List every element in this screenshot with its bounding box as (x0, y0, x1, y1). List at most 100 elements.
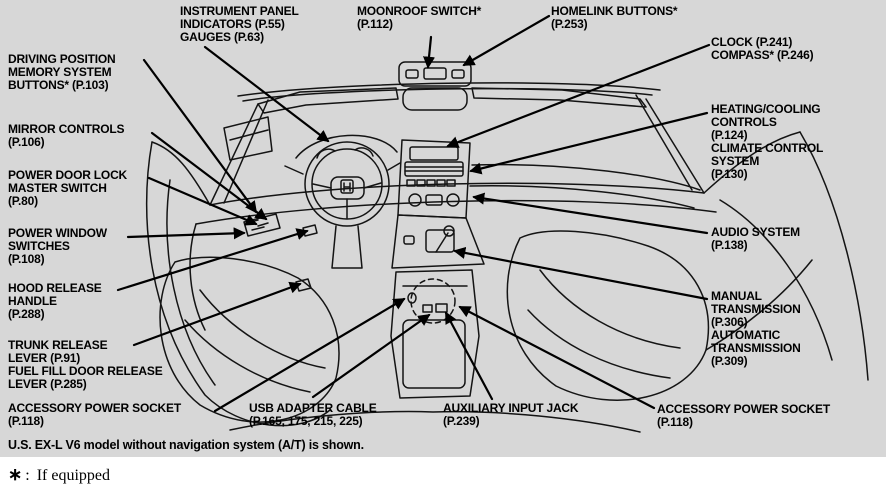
leader-accessory-right (458, 305, 656, 410)
callout-line: (P.108) (8, 252, 45, 266)
callout-line: TRANSMISSION (711, 302, 801, 316)
side-mirror (223, 116, 273, 161)
callout-line: HANDLE (8, 294, 57, 308)
callout-instrument-panel-indicators: INSTRUMENT PANEL INDICATORS (P.55) GAUGE… (180, 5, 299, 44)
leader-aux (444, 311, 494, 401)
leader-lines (116, 14, 711, 413)
leader-usb (311, 313, 431, 399)
instrument-cluster (295, 134, 398, 159)
callout-line: DRIVING POSITION (8, 52, 116, 66)
asterisk-symbol: ∗ (8, 465, 23, 484)
leader-heating-cooling (469, 111, 709, 175)
callout-line: (P.306) (711, 315, 748, 329)
left-door-panel (145, 141, 331, 427)
passenger-seat (506, 230, 710, 401)
aux-jack-art (435, 303, 448, 313)
callout-line: (P.112) (357, 17, 393, 31)
footnote-text: If equipped (36, 467, 111, 484)
callout-line: (P.118) (657, 415, 693, 429)
footnote-separator: : (25, 467, 30, 484)
callout-line: CLIMATE CONTROL (711, 141, 824, 155)
callout-line: CLOCK (P.241) (711, 35, 793, 49)
callout-auxiliary-input-jack: AUXILIARY INPUT JACK (P.239) (443, 402, 579, 428)
right-sun-visor (471, 87, 647, 108)
leader-homelink (462, 14, 551, 67)
callout-line: MOONROOF SWITCH* (357, 4, 482, 18)
callout-line: TRANSMISSION (711, 341, 801, 355)
callout-line: (P.124) (711, 128, 748, 142)
callout-line: (P.138) (711, 238, 748, 252)
callout-line: POWER WINDOW (8, 226, 107, 240)
leader-mirror-controls (150, 131, 268, 221)
center-stack (397, 139, 471, 219)
center-console (390, 269, 480, 399)
h-logo (340, 179, 354, 194)
callout-line: COMPASS* (P.246) (711, 48, 814, 62)
callout-line: MIRROR CONTROLS (8, 122, 125, 136)
callout-line: GAUGES (P.63) (180, 30, 264, 44)
callout-line: (P.118) (8, 414, 44, 428)
callout-line: INDICATORS (P.55) (180, 17, 285, 31)
cabin-structure (145, 61, 869, 433)
callout-transmission: MANUAL TRANSMISSION (P.306) AUTOMATIC TR… (711, 290, 801, 368)
callout-line: ACCESSORY POWER SOCKET (657, 402, 830, 416)
callout-line: HOMELINK BUTTONS* (551, 4, 678, 18)
callout-line: BUTTONS* (P.103) (8, 78, 109, 92)
callout-hood-release-handle: HOOD RELEASE HANDLE (P.288) (8, 282, 102, 321)
callout-line: INSTRUMENT PANEL (180, 4, 299, 18)
driver-seat (159, 256, 340, 423)
callout-moonroof-switch: MOONROOF SWITCH* (P.112) (357, 5, 481, 31)
callout-line: ACCESSORY POWER SOCKET (8, 401, 181, 415)
callout-homelink-buttons: HOMELINK BUTTONS* (P.253) (551, 4, 678, 31)
leader-clock-compass (446, 43, 711, 148)
callout-driving-position-memory: DRIVING POSITION MEMORY SYSTEM BUTTONS* … (8, 52, 116, 92)
callout-line: (P.288) (8, 307, 45, 321)
model-note: U.S. EX-L V6 model without navigation sy… (8, 438, 364, 452)
callout-line: (P.165, 175, 215, 225) (249, 414, 363, 428)
callout-power-window-switches: POWER WINDOW SWITCHES (P.108) (8, 227, 107, 266)
callout-line: HOOD RELEASE (8, 281, 102, 295)
callout-line: LEVER (P.91) (8, 351, 81, 365)
callout-line: (P.239) (443, 414, 480, 428)
leader-door-lock (147, 176, 258, 226)
callout-line: MANUAL (711, 289, 762, 303)
callout-line: SYSTEM (711, 154, 760, 168)
car-interior-illustration (116, 14, 869, 433)
left-sun-visor (257, 87, 399, 114)
callout-usb-adapter-cable: USB ADAPTER CABLE (P.165, 175, 215, 225) (249, 402, 377, 428)
shift-knob (443, 225, 455, 237)
callout-line: TRUNK RELEASE (8, 338, 108, 352)
shifter-gate (425, 229, 455, 253)
callout-line: LEVER (P.285) (8, 377, 87, 391)
callout-line: AUDIO SYSTEM (711, 225, 800, 239)
leader-transmission (453, 246, 709, 301)
steering-wheel (304, 141, 390, 227)
leader-hood-release (116, 228, 309, 292)
callout-line: USB ADAPTER CABLE (249, 401, 377, 415)
callout-audio-system: AUDIO SYSTEM (P.138) (711, 226, 800, 252)
callout-trunk-fuel-release: TRUNK RELEASE LEVER (P.91) FUEL FILL DOO… (8, 339, 163, 391)
callout-accessory-power-socket-right: ACCESSORY POWER SOCKET (P.118) (657, 403, 830, 429)
asterisk-footnote: ∗: If equipped (8, 465, 110, 485)
moonroof-switch-art (423, 67, 447, 80)
rearview-mirror (402, 87, 468, 111)
callout-line: FUEL FILL DOOR RELEASE (8, 364, 163, 378)
callout-line: (P.106) (8, 135, 45, 149)
callout-clock-compass: CLOCK (P.241) COMPASS* (P.246) (711, 35, 814, 62)
leader-trunk-release (132, 281, 302, 347)
leader-accessory-left (213, 297, 406, 413)
callout-line: MASTER SWITCH (8, 181, 107, 195)
leader-audio (472, 192, 709, 235)
leader-power-window (126, 227, 246, 240)
leader-instrument-panel (203, 45, 330, 143)
usb-port-art (422, 304, 433, 313)
callout-line: MEMORY SYSTEM (8, 65, 112, 79)
callout-accessory-power-socket-left: ACCESSORY POWER SOCKET (P.118) (8, 402, 181, 428)
callout-line: HEATING/COOLING (711, 102, 821, 116)
callout-line: SWITCHES (8, 239, 70, 253)
socket-area-circle (410, 278, 456, 324)
callout-line: (P.80) (8, 194, 38, 208)
callout-line: AUTOMATIC (711, 328, 781, 342)
callout-line: (P.309) (711, 354, 748, 368)
callout-power-door-lock: POWER DOOR LOCK MASTER SWITCH (P.80) (8, 169, 127, 208)
